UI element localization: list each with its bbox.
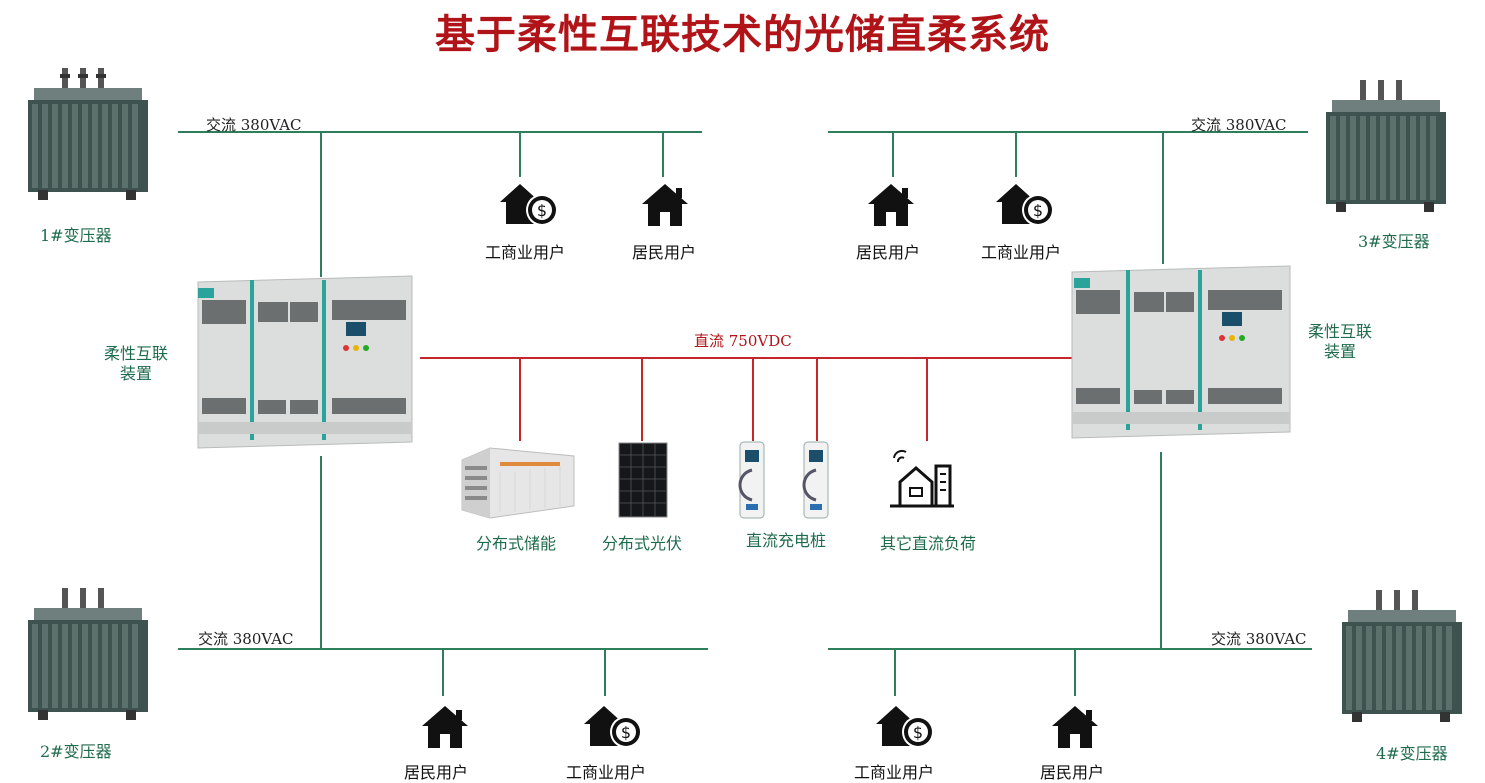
ac-drop-user <box>894 648 896 696</box>
dc-bus-label: 直流 750VDC <box>694 332 792 350</box>
svg-text:$: $ <box>537 201 547 220</box>
user-label-residential: 居民用户 <box>632 243 697 262</box>
user-label-residential: 居民用户 <box>1040 763 1105 782</box>
ac-bus-top-left <box>178 131 702 133</box>
transformer-2-icon <box>22 586 152 726</box>
ac-drop-left-device-bottom <box>320 456 322 649</box>
ac-bus-bottom-right-label: 交流 380VAC <box>1211 630 1307 648</box>
solar-panel-icon <box>618 442 668 518</box>
ac-drop-user <box>442 648 444 696</box>
ac-drop-user <box>662 131 664 177</box>
diagram-title: 基于柔性互联技术的光储直柔系统 <box>435 11 1050 58</box>
ac-drop-right-device <box>1162 131 1164 264</box>
dc-drop-storage <box>519 357 521 441</box>
transformer-1-label: 1#变压器 <box>40 226 112 245</box>
dc-load-label-storage: 分布式储能 <box>476 534 557 553</box>
residential-user-icon <box>420 704 470 750</box>
dc-drop-charger <box>752 357 754 441</box>
dc-bus <box>420 357 1072 359</box>
transformer-3-icon <box>1320 78 1450 218</box>
transformer-2-label: 2#变压器 <box>40 742 112 761</box>
dc-load-label-other: 其它直流负荷 <box>880 534 977 553</box>
commercial-user-icon: $ <box>994 178 1058 228</box>
commercial-user-icon: $ <box>874 700 938 750</box>
ac-bus-top-right <box>828 131 1308 133</box>
ac-drop-left-device <box>320 131 322 277</box>
dc-charger-icon <box>732 440 772 522</box>
smart-building-icon <box>886 448 956 510</box>
flexible-interconnect-device-right-label: 柔性互联 装置 <box>1307 322 1372 361</box>
dc-drop-pv <box>641 357 643 441</box>
user-label-commercial: 工商业用户 <box>981 243 1062 262</box>
ac-drop-user <box>519 131 521 177</box>
flexible-interconnect-device-right-icon <box>1068 262 1298 448</box>
svg-text:$: $ <box>1033 201 1043 220</box>
energy-storage-icon <box>460 444 576 522</box>
flexible-interconnect-device-left-label: 柔性互联 装置 <box>103 344 168 383</box>
ac-bus-top-left-label: 交流 380VAC <box>206 116 302 134</box>
commercial-user-icon: $ <box>498 178 562 228</box>
transformer-1-icon <box>22 66 152 206</box>
user-label-residential: 居民用户 <box>856 243 921 262</box>
dc-charger-icon <box>796 440 836 522</box>
transformer-3-label: 3#变压器 <box>1358 232 1430 251</box>
dc-drop-charger <box>816 357 818 441</box>
residential-user-icon <box>866 182 916 228</box>
user-label-commercial: 工商业用户 <box>566 763 647 782</box>
ac-bus-bottom-left-label: 交流 380VAC <box>198 630 294 648</box>
svg-text:$: $ <box>621 723 631 742</box>
transformer-4-icon <box>1336 588 1466 728</box>
ac-drop-user <box>1015 131 1017 177</box>
ac-drop-user <box>604 648 606 696</box>
commercial-user-icon: $ <box>582 700 646 750</box>
flexible-interconnect-device-left-icon <box>190 272 420 458</box>
ac-drop-right-device-bottom <box>1160 452 1162 649</box>
residential-user-icon <box>640 182 690 228</box>
user-label-commercial: 工商业用户 <box>854 763 935 782</box>
dc-load-label-charger: 直流充电桩 <box>746 531 827 550</box>
ac-drop-user <box>892 131 894 177</box>
svg-text:$: $ <box>913 723 923 742</box>
residential-user-icon <box>1050 704 1100 750</box>
dc-load-label-pv: 分布式光伏 <box>602 534 683 553</box>
transformer-4-label: 4#变压器 <box>1376 744 1448 763</box>
dc-drop-other <box>926 357 928 441</box>
ac-drop-user <box>1074 648 1076 696</box>
ac-bus-top-right-label: 交流 380VAC <box>1191 116 1287 134</box>
user-label-commercial: 工商业用户 <box>485 243 566 262</box>
ac-bus-bottom-right <box>828 648 1312 650</box>
user-label-residential: 居民用户 <box>404 763 469 782</box>
